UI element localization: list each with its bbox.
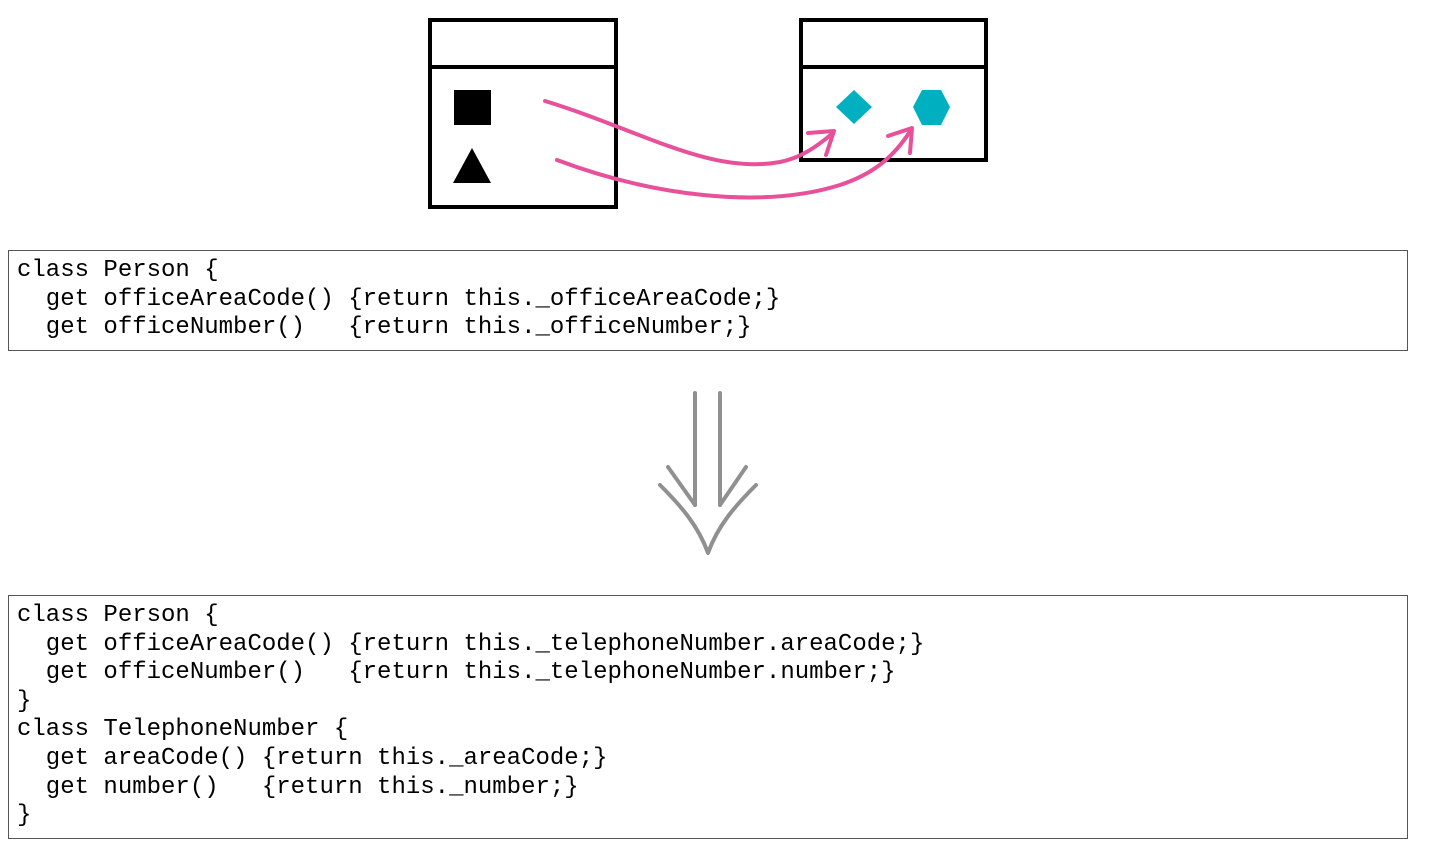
square-shape <box>454 90 491 125</box>
move-arrow-square-to-diamond <box>543 99 835 167</box>
code-line: get officeAreaCode() {return this._telep… <box>17 630 925 658</box>
hexagon-shape <box>913 90 950 125</box>
diamond-shape <box>836 90 872 124</box>
code-line: get officeNumber() {return this._officeN… <box>17 314 752 342</box>
code-line: get officeNumber() {return this._telepho… <box>17 659 896 687</box>
code-after-block: class Person { get officeAreaCode() {ret… <box>8 595 1408 839</box>
code-line: } <box>17 802 32 830</box>
code-line: class Person { <box>17 257 219 284</box>
triangle-shape <box>453 148 491 183</box>
code-line: class Person { <box>17 602 219 629</box>
move-arrowhead-1 <box>806 129 836 157</box>
move-arrowhead-2 <box>886 126 914 155</box>
refactor-down-arrow-icon <box>658 391 758 555</box>
code-line: get officeAreaCode() {return this._offic… <box>17 285 781 313</box>
code-line: get areaCode() {return this._areaCode;} <box>17 744 608 772</box>
move-arrow-triangle-to-hexagon <box>555 128 913 200</box>
code-line: } <box>17 687 32 715</box>
code-line: class TelephoneNumber { <box>17 716 349 744</box>
code-before-block: class Person { get officeAreaCode() {ret… <box>8 250 1408 351</box>
target-box <box>799 18 988 162</box>
code-line: get number() {return this._number;} <box>17 773 579 801</box>
move-fields-diagram <box>428 18 988 209</box>
